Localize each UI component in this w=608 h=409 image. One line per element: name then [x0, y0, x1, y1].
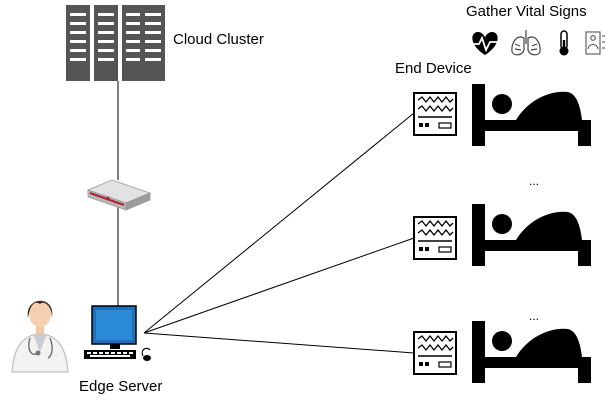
connection-lines	[117, 80, 415, 354]
ellipsis-1: ...	[529, 174, 540, 188]
link-edge-device-2	[143, 237, 415, 334]
doctor-icon	[11, 300, 69, 373]
thermometer-icon	[559, 30, 569, 56]
router-icon	[86, 179, 152, 211]
link-edge-device-3	[143, 332, 415, 354]
server-rack-icon	[66, 5, 165, 81]
heartbeat-icon	[472, 32, 498, 55]
vital-monitor-icon	[413, 92, 457, 375]
cloud-cluster-label: Cloud Cluster	[173, 31, 264, 48]
link-edge-device-1	[143, 112, 415, 334]
lungs-icon	[511, 30, 541, 56]
edge-server-label: Edge Server	[79, 378, 163, 395]
patient-bed-icon	[472, 84, 591, 383]
vital-signs-label: Gather Vital Signs	[466, 3, 587, 20]
end-device-label: End Device	[395, 60, 472, 77]
computer-icon	[84, 305, 151, 361]
person-sensor-icon	[585, 31, 605, 55]
ellipsis-2: ...	[529, 309, 540, 323]
